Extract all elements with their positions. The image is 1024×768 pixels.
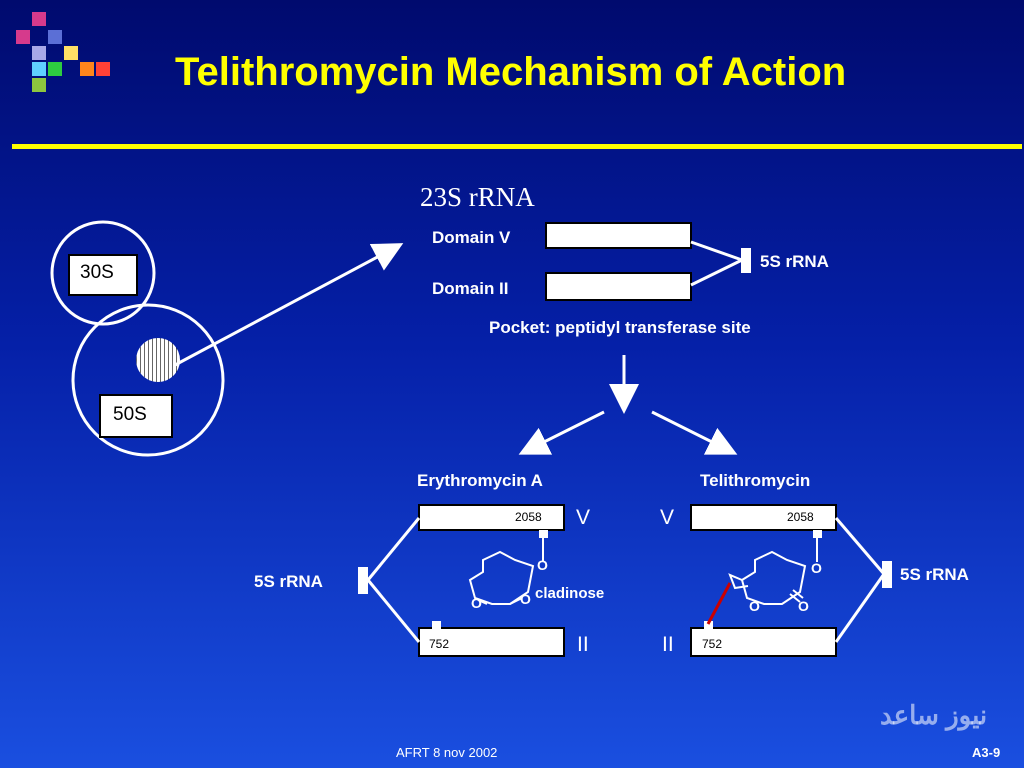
large-subunit-box (99, 394, 173, 438)
domain-v-label: Domain V (432, 228, 511, 247)
split-arrow-left (518, 410, 605, 455)
ery-five-s-label: 5S rRNA (254, 572, 323, 591)
tel-domain-v-box (690, 504, 837, 531)
domain-ii-label: Domain II (432, 279, 509, 298)
ery-atom-o: O (520, 591, 531, 607)
rrna-23s-heading: 23S rRNA (420, 182, 535, 212)
small-subunit-label: 30S (80, 262, 114, 283)
logo-square (32, 62, 46, 76)
ery-connector (366, 517, 421, 581)
tel-2058-label: 2058 (787, 510, 814, 524)
tel-atom-o: O (798, 598, 809, 614)
domain-v-box (545, 222, 692, 249)
logo-square (80, 62, 94, 76)
connector-line (690, 240, 743, 262)
logo-square (32, 46, 46, 60)
tel-five-s-marker (882, 561, 892, 588)
logo-square (48, 62, 62, 76)
small-subunit-circle (50, 220, 156, 326)
footer-date: AFRT 8 nov 2002 (396, 745, 498, 760)
logo-square (96, 62, 110, 76)
ery-752-tick (432, 621, 441, 629)
logo-square (32, 12, 46, 26)
tel-752-interaction (706, 582, 732, 625)
tel-752-label: 752 (702, 637, 723, 651)
connector-line (690, 258, 743, 287)
logo-square (64, 46, 78, 60)
ery-ii-label: II (577, 633, 589, 656)
logo-square (16, 30, 30, 44)
slide-title: Telithromycin Mechanism of Action (175, 50, 847, 94)
watermark-logo: نیوز ساعد (880, 700, 988, 730)
large-subunit-label: 50S (113, 404, 147, 425)
ery-2058-tick (539, 530, 548, 538)
ery-connector (366, 579, 421, 643)
ery-five-s-marker (358, 567, 368, 594)
large-subunit-circle (71, 303, 225, 457)
tel-ketolide-ring (740, 550, 807, 605)
ery-domain-v-box (418, 504, 565, 531)
pocket-label: Pocket: peptidyl transferase site (489, 318, 751, 337)
ery-heading: Erythromycin A (417, 471, 543, 490)
tel-atom-o: O (811, 560, 822, 576)
ery-atom-o: O (471, 595, 482, 611)
logo (10, 10, 120, 92)
footer-slide-number: A3-9 (972, 745, 1001, 760)
logo-square (32, 78, 46, 92)
tel-five-s-label: 5S rRNA (900, 565, 969, 584)
split-arrow-right (651, 410, 738, 455)
five-s-label: 5S rRNA (760, 252, 829, 271)
tel-752-tick (704, 621, 713, 629)
tel-heading: Telithromycin (700, 471, 811, 490)
tel-connector (834, 573, 886, 643)
ery-752-label: 752 (429, 637, 450, 651)
ery-2058-label: 2058 (515, 510, 542, 524)
domain-ii-box (545, 272, 692, 301)
ery-cladinose-label: cladinose (535, 585, 605, 602)
ery-atom-o: O (537, 557, 548, 573)
zoom-arrow (174, 243, 404, 367)
tel-carbamate-ring (728, 573, 749, 590)
five-s-marker (741, 248, 751, 273)
tel-ii-label: II (662, 633, 674, 656)
tel-keto-group (789, 589, 804, 603)
tel-v-label: V (660, 506, 675, 529)
tel-atom-o: O (749, 598, 760, 614)
ery-side-chain (477, 597, 523, 605)
logo-square (48, 30, 62, 44)
ery-domain-ii-box (418, 627, 565, 657)
small-subunit-box (68, 254, 138, 296)
tel-domain-ii-box (690, 627, 837, 657)
tel-connector (834, 517, 886, 575)
binding-site-dot (136, 338, 180, 382)
title-rule (12, 144, 1022, 149)
tel-2058-tick (813, 530, 822, 538)
ery-v-label: V (576, 506, 591, 529)
